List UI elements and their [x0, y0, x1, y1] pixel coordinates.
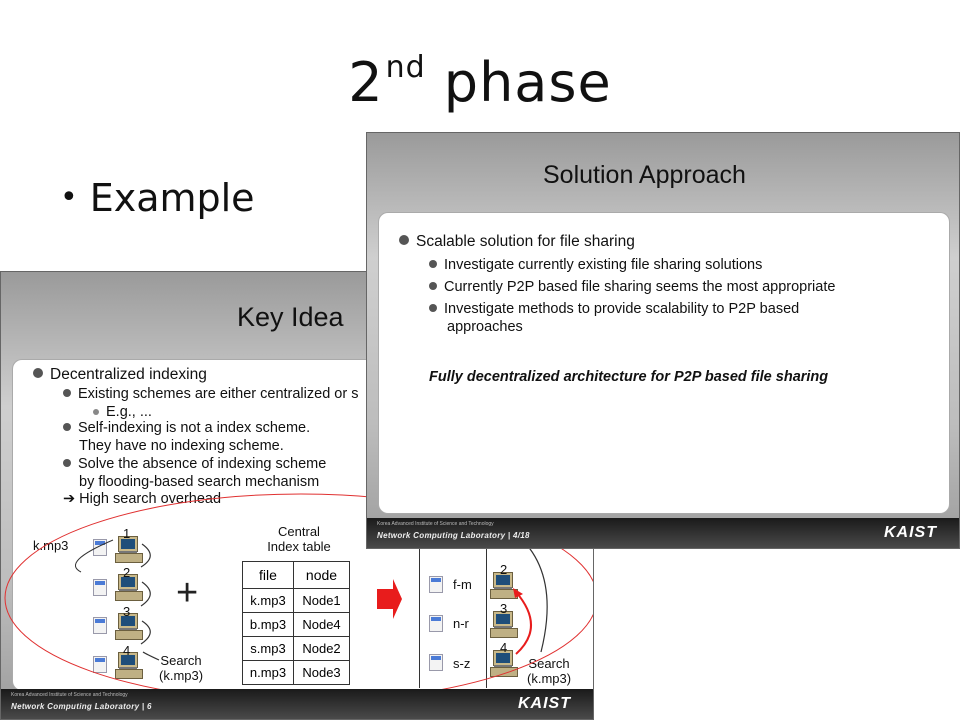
table-row: s.mp3 Node2	[242, 636, 350, 661]
bullet-item: Decentralized indexing	[33, 366, 207, 384]
title-superscript: nd	[385, 50, 426, 85]
slide-title: Key Idea	[237, 302, 344, 332]
kaist-logo-icon: KAIST	[884, 524, 937, 541]
file-icon	[93, 617, 107, 634]
flood-arrow	[142, 651, 160, 661]
file-icon	[93, 656, 107, 673]
range-label: s-z	[453, 656, 471, 671]
node-number: 2	[500, 562, 508, 577]
bullet-item: approaches	[447, 319, 523, 335]
slide-content-panel	[379, 213, 949, 513]
slide-footer: Korea Advanced Institute of Science and …	[1, 689, 593, 719]
bullet-item: Existing schemes are either centralized …	[63, 386, 358, 402]
node-number: 3	[500, 601, 508, 616]
page-title: 2nd phase	[348, 50, 612, 114]
file-icon	[429, 654, 443, 671]
search-arc	[75, 539, 114, 573]
red-arrow-head	[513, 588, 523, 598]
file-icon	[429, 576, 443, 593]
emphasis-text: Fully decentralized architecture for P2P…	[429, 369, 829, 385]
slide-title: Solution Approach	[543, 161, 746, 189]
red-search-arrow	[515, 591, 532, 655]
table-header: node	[293, 561, 350, 589]
file-icon	[93, 579, 107, 596]
computer-icon	[115, 574, 143, 601]
bullet-item: Investigate currently existing file shar…	[429, 257, 762, 273]
plus-sign: +	[176, 572, 199, 614]
computer-icon	[490, 611, 518, 638]
computer-icon	[115, 652, 143, 679]
computer-icon	[115, 536, 143, 563]
big-red-arrow-icon	[377, 579, 402, 619]
range-label: f-m	[453, 577, 472, 592]
table-row: n.mp3 Node3	[242, 660, 350, 685]
slide-footer: Korea Advanced Institute of Science and …	[367, 518, 959, 548]
flood-arrow	[140, 581, 151, 607]
bullet-item: Investigate methods to provide scalabili…	[429, 301, 799, 317]
node-number: 4	[500, 640, 508, 655]
range-label: n-r	[453, 616, 469, 631]
slide-solution-approach: Solution Approach Scalable solution for …	[366, 132, 960, 549]
footer-lab: Network Computing Laboratory | 6	[11, 702, 152, 711]
main-bullet: •Example	[60, 176, 255, 220]
table-row: b.mp3 Node4	[242, 612, 350, 637]
bullet-item: They have no indexing scheme.	[79, 438, 284, 454]
file-icon	[93, 539, 107, 556]
node-number: 3	[123, 604, 131, 619]
flood-arrow	[140, 543, 151, 568]
central-index-table: file node k.mp3 Node1 b.mp3 Node4 s.mp3 …	[242, 561, 350, 685]
computer-icon	[490, 572, 518, 599]
node-number: 1	[123, 526, 131, 541]
bullet-item: Self-indexing is not a index scheme.	[63, 420, 310, 436]
computer-icon	[490, 650, 518, 677]
kaist-logo-icon: KAIST	[518, 695, 571, 712]
bullet-item: by flooding-based search mechanism	[79, 474, 320, 490]
bullet-item: E.g., ...	[93, 404, 152, 420]
bullet-item: Scalable solution for file sharing	[399, 233, 635, 251]
footer-institute: Korea Advanced Institute of Science and …	[11, 692, 128, 698]
bullet-item: Currently P2P based file sharing seems t…	[429, 279, 835, 295]
file-icon	[429, 615, 443, 632]
node-number: 4	[123, 643, 131, 658]
range-table-border	[419, 542, 487, 688]
file-label: k.mp3	[33, 538, 69, 553]
footer-institute: Korea Advanced Institute of Science and …	[377, 521, 494, 527]
flood-arrow	[140, 620, 151, 645]
footer-lab: Network Computing Laboratory | 4/18	[377, 531, 530, 540]
search-label: Search(k.mp3)	[159, 653, 204, 683]
bullet-item: Solve the absence of indexing scheme	[63, 456, 326, 472]
computer-icon	[115, 613, 143, 640]
bullet-dot-icon: •	[60, 180, 78, 215]
node-number: 2	[123, 565, 131, 580]
